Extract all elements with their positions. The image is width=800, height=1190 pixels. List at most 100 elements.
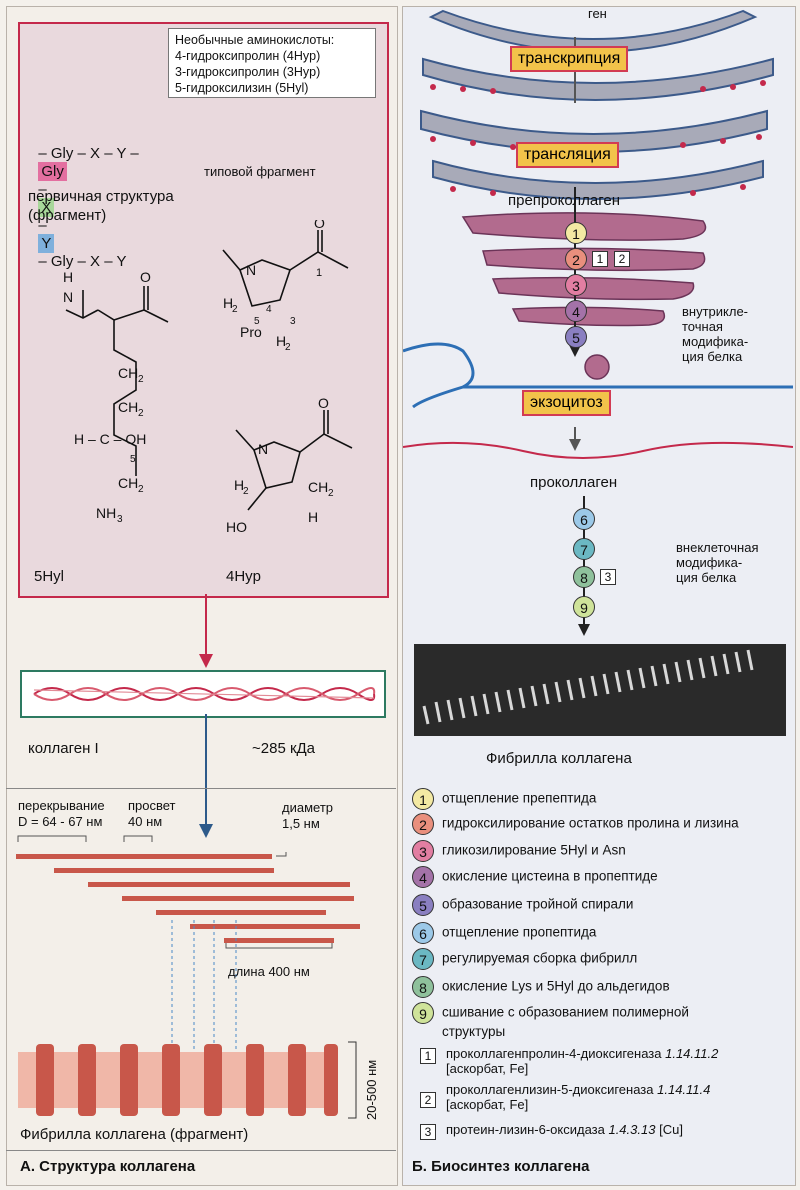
seq-dash: – bbox=[38, 217, 47, 234]
divider bbox=[6, 1150, 396, 1151]
svg-text:2: 2 bbox=[285, 342, 291, 353]
fragment-label: (фрагмент) bbox=[28, 207, 107, 224]
svg-text:CH: CH bbox=[118, 365, 138, 381]
legend-step-icon: 9 bbox=[412, 1002, 434, 1024]
legend-step-icon: 2 bbox=[412, 813, 434, 835]
intracellular-label: внутрикле- точная модифика- ция белка bbox=[682, 304, 748, 364]
fibril-micrograph bbox=[414, 644, 786, 736]
svg-text:H – C – OH: H – C – OH bbox=[74, 431, 146, 447]
length-label: длина 400 нм bbox=[228, 964, 310, 979]
enzyme-2-text: проколлагенлизин-5-диоксигеназа 1.14.11.… bbox=[446, 1082, 710, 1112]
note-line: 3-гидроксипролин (3Hyp) bbox=[175, 65, 321, 79]
intracellular-line: точная bbox=[682, 319, 723, 334]
legend-step-icon: 3 bbox=[412, 840, 434, 862]
svg-text:N: N bbox=[246, 262, 256, 278]
svg-text:1: 1 bbox=[316, 267, 322, 279]
triple-helix-box bbox=[20, 670, 386, 718]
enzyme-cofactor: [аскорбат, Fe] bbox=[446, 1097, 529, 1112]
step-1-icon: 1 bbox=[565, 222, 587, 244]
seq-left: – Gly – X – Y – bbox=[38, 145, 139, 162]
svg-text:O: O bbox=[140, 269, 151, 285]
triple-helix bbox=[33, 687, 376, 701]
note-line: 5-гидроксилизин (5Hyl) bbox=[175, 81, 309, 95]
svg-text:4: 4 bbox=[266, 304, 272, 315]
svg-text:H: H bbox=[223, 295, 233, 311]
enzyme-name: протеин-лизин-6-оксидаза bbox=[446, 1122, 605, 1137]
hyp-label: 4Hyp bbox=[226, 568, 262, 585]
fibril-banded bbox=[18, 1044, 338, 1116]
legend-text: отщепление пропептида bbox=[442, 924, 597, 940]
svg-text:CH: CH bbox=[308, 479, 328, 495]
extracellular-line: внеклеточная bbox=[676, 540, 759, 555]
step-6-icon: 6 bbox=[573, 508, 595, 530]
enzyme-ec: 1.14.11.2 bbox=[665, 1046, 719, 1061]
enzyme-1-text: проколлагенпролин-4-диоксигеназа 1.14.11… bbox=[446, 1046, 718, 1076]
legend-step-icon: 1 bbox=[412, 788, 434, 810]
sequence: – Gly – X – Y – Gly – X – Y – Gly – X – … bbox=[30, 128, 139, 270]
seq-gly: Gly bbox=[38, 162, 67, 181]
svg-text:N: N bbox=[258, 441, 268, 457]
step-8-icon: 8 bbox=[573, 566, 595, 588]
arrow-down bbox=[199, 594, 213, 668]
primary-structure-box bbox=[18, 22, 389, 598]
enzyme-3-key-icon: 3 bbox=[420, 1124, 436, 1140]
arrow-down-2 bbox=[199, 714, 213, 838]
svg-text:H: H bbox=[308, 509, 318, 525]
divider bbox=[6, 788, 396, 789]
svg-text:H: H bbox=[234, 477, 244, 493]
svg-text:2: 2 bbox=[232, 304, 238, 315]
extracellular-label: внеклеточная модифика- ция белка bbox=[676, 540, 759, 585]
note-title: Необычные аминокислоты: bbox=[175, 33, 335, 47]
enzyme-2-key-icon: 2 bbox=[420, 1092, 436, 1108]
svg-text:2: 2 bbox=[243, 486, 249, 497]
transcription-box: транскрипция bbox=[510, 46, 629, 72]
seq-right: – Gly – X – Y bbox=[38, 253, 127, 270]
seq-x: X bbox=[38, 198, 55, 217]
enzyme-name: проколлагенпролин-4-диоксигеназа bbox=[446, 1046, 662, 1061]
fibril-label: Фибрилла коллагена bbox=[486, 750, 632, 767]
pro-label: Pro bbox=[240, 324, 262, 340]
svg-text:NH: NH bbox=[96, 505, 116, 521]
fibril-fragment-label: Фибрилла коллагена (фрагмент) bbox=[20, 1126, 249, 1143]
enzyme-ec: 1.4.3.13 bbox=[608, 1122, 656, 1137]
step-2-icon: 2 bbox=[565, 248, 587, 270]
hyl-label: 5Hyl bbox=[34, 568, 65, 585]
svg-text:5: 5 bbox=[254, 316, 260, 327]
width-label: 20-500 нм bbox=[364, 1059, 379, 1120]
note-line: 4-гидроксипролин (4Hyp) bbox=[175, 49, 321, 63]
svg-text:H: H bbox=[63, 269, 73, 285]
svg-text:2: 2 bbox=[138, 408, 144, 419]
svg-text:5: 5 bbox=[130, 454, 136, 465]
svg-text:O: O bbox=[318, 395, 329, 411]
mass-label: ~285 кДа bbox=[252, 740, 316, 757]
svg-text:3: 3 bbox=[117, 514, 123, 525]
extracellular-line: ция белка bbox=[676, 570, 737, 585]
primary-structure-label: первичная структура bbox=[28, 188, 174, 205]
intracellular-line: ция белка bbox=[682, 349, 743, 364]
typical-fragment-label: типовой фрагмент bbox=[204, 164, 316, 179]
legend-step-icon: 7 bbox=[412, 948, 434, 970]
exocytosis-box: экзоцитоз bbox=[522, 390, 611, 416]
unusual-amino-acids-note: Необычные аминокислоты: 4-гидроксипролин… bbox=[168, 28, 376, 98]
legend-step-icon: 4 bbox=[412, 866, 434, 888]
svg-text:2: 2 bbox=[328, 488, 334, 499]
enzyme-3-icon: 3 bbox=[600, 569, 616, 585]
seq-dash: – bbox=[38, 181, 47, 198]
enzyme-3-text: протеин-лизин-6-оксидаза 1.4.3.13 [Cu] bbox=[446, 1122, 683, 1137]
collagen-i-label: коллаген I bbox=[28, 740, 99, 757]
enzyme-name: проколлагенлизин-5-диоксигеназа bbox=[446, 1082, 654, 1097]
enzyme-cofactor: [Cu] bbox=[659, 1122, 683, 1137]
legend-text: гидроксилирование остатков пролина и лиз… bbox=[442, 815, 739, 831]
enzyme-1-key-icon: 1 bbox=[420, 1048, 436, 1064]
step-5-icon: 5 bbox=[565, 326, 587, 348]
gap-value: 40 нм bbox=[128, 814, 163, 829]
enzyme-2-icon: 2 bbox=[614, 251, 630, 267]
